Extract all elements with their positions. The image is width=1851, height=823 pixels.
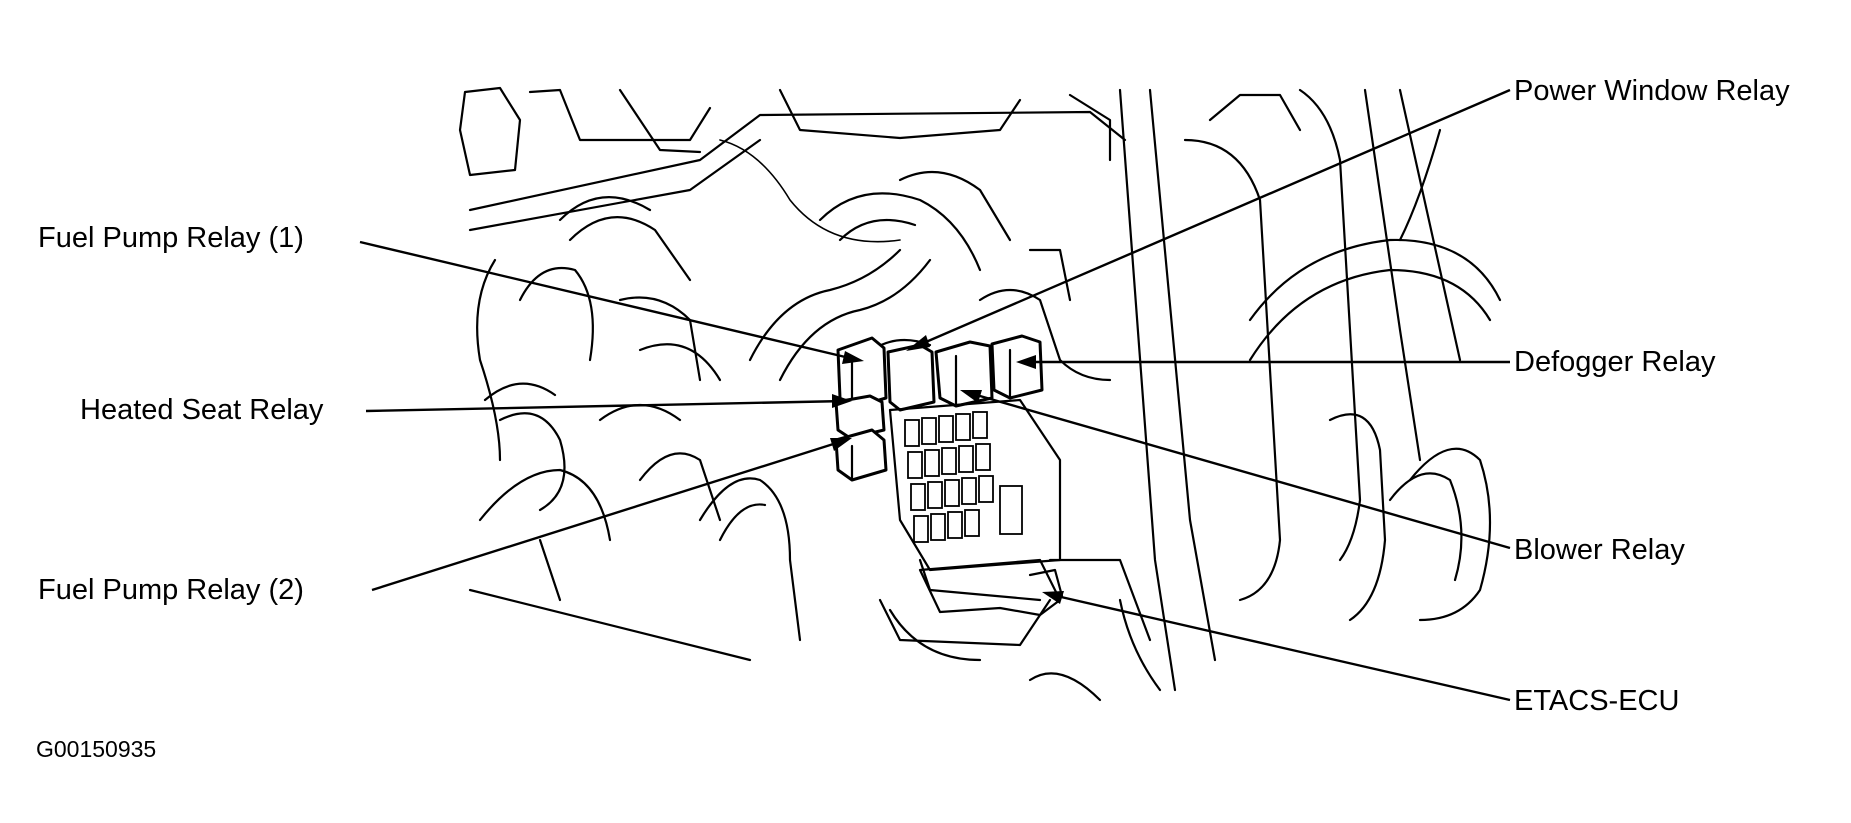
leader-heated-seat-relay <box>365 399 847 413</box>
label-blower-relay: Blower Relay <box>1514 534 1685 566</box>
power-window-relay-shape <box>886 343 936 412</box>
label-power-window-relay: Power Window Relay <box>1514 75 1790 107</box>
leader-fuel-pump-relay-1 <box>359 240 859 362</box>
background-line-art <box>458 86 1502 702</box>
label-defogger-relay: Defogger Relay <box>1514 346 1716 378</box>
leader-power-window-relay <box>911 88 1511 350</box>
leader-blower-relay <box>965 390 1511 550</box>
relay-block <box>834 334 1064 617</box>
label-fuel-pump-relay-1: Fuel Pump Relay (1) <box>38 222 304 254</box>
fuse-grid <box>904 411 1023 543</box>
heated-seat-relay-shape <box>834 394 886 440</box>
etacs-ecu-shape <box>918 558 1062 617</box>
fuel-pump-relay-2-shape <box>834 428 888 482</box>
label-fuel-pump-relay-2: Fuel Pump Relay (2) <box>38 574 304 606</box>
leader-fuel-pump-relay-2 <box>371 438 847 592</box>
leader-lines <box>359 88 1511 702</box>
defogger-relay-shape <box>990 334 1044 400</box>
label-etacs-ecu: ETACS-ECU <box>1514 685 1680 717</box>
figure-code: G00150935 <box>36 736 157 762</box>
label-heated-seat-relay: Heated Seat Relay <box>80 394 324 426</box>
leader-etacs-ecu <box>1047 592 1511 702</box>
